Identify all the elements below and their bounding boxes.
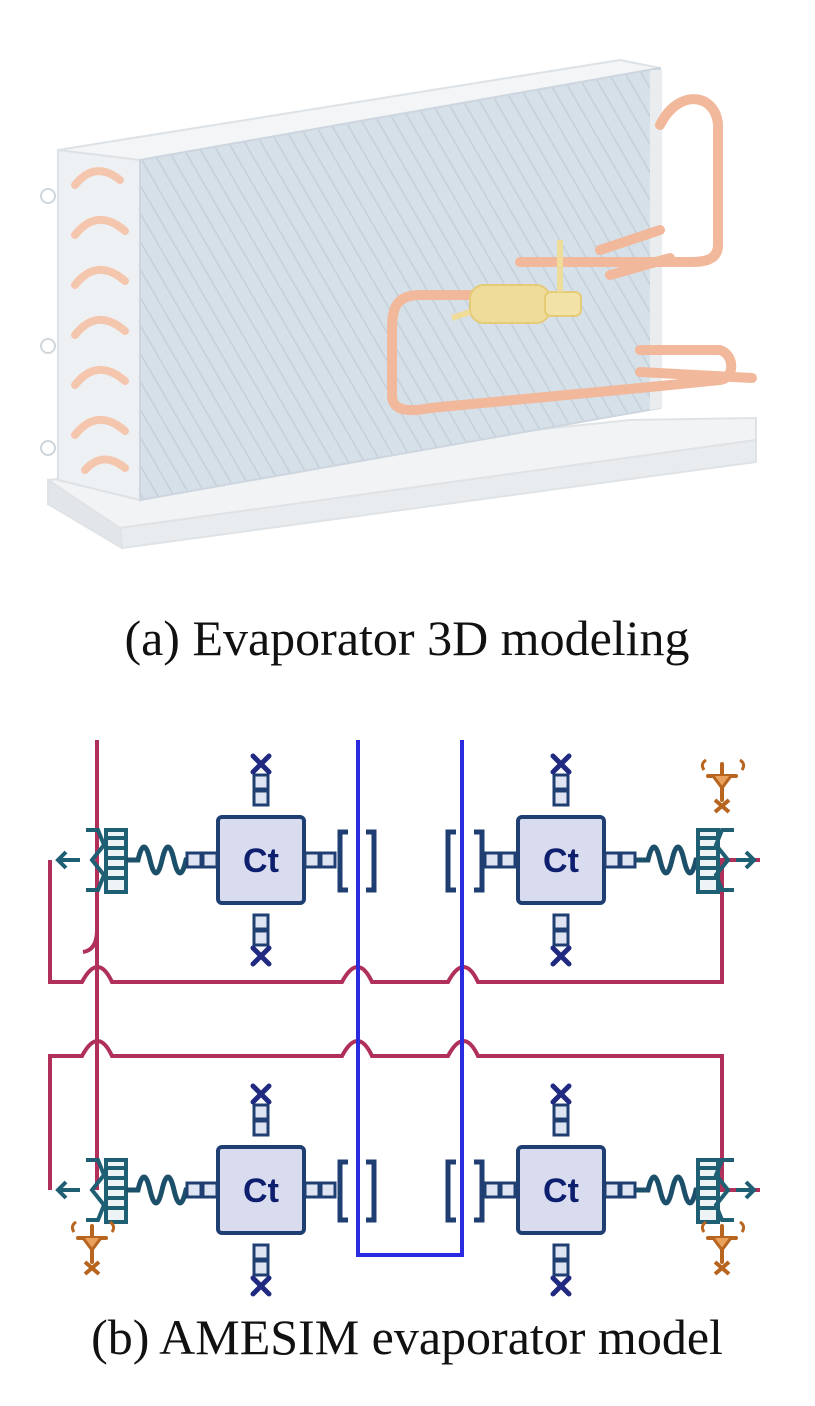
cell-top-left: Ct — [55, 756, 377, 964]
ct-label: Ct — [243, 842, 279, 880]
port-icon — [619, 1181, 637, 1199]
expansion-valve — [451, 240, 582, 324]
copper-piping — [387, 94, 757, 416]
flow-junction-icon — [696, 1158, 757, 1224]
flow-junction-icon — [55, 1158, 128, 1224]
port-icon — [552, 929, 570, 947]
bracket-icon — [445, 829, 485, 893]
cross-icon — [253, 948, 269, 964]
base-tray — [47, 416, 757, 550]
right-end-plate — [650, 70, 662, 410]
port-icon — [619, 851, 637, 869]
cross-icon — [253, 756, 269, 772]
bracket-icon — [337, 1159, 377, 1223]
port-icon — [303, 851, 321, 869]
port-icon — [252, 1103, 270, 1121]
spring-icon — [126, 844, 189, 876]
port-icon — [552, 789, 570, 807]
cell-bottom-left: Ct — [55, 1086, 377, 1294]
spring-icon — [636, 844, 700, 876]
amesim-schematic: Ct Ct — [48, 740, 760, 1365]
evaporator-3d-illustration: (a) Evaporator 3D modeling — [40, 58, 757, 666]
caption-b: (b) AMESIM evaporator model — [91, 1309, 723, 1365]
cell-top-right: Ct — [445, 756, 757, 964]
port-icon — [552, 773, 570, 791]
port-icon — [303, 1181, 321, 1199]
port-icon — [603, 1181, 621, 1199]
cross-icon — [253, 1278, 269, 1294]
port-icon — [319, 1181, 337, 1199]
bracket-icon — [337, 829, 377, 893]
port-icon — [252, 789, 270, 807]
port-icon — [552, 1243, 570, 1261]
port-icon — [252, 773, 270, 791]
source-icon — [70, 1220, 116, 1276]
port-icon — [252, 1259, 270, 1277]
port-icon — [201, 851, 219, 869]
port-icon — [552, 913, 570, 931]
port-icon — [185, 851, 203, 869]
ct-label: Ct — [543, 1172, 579, 1210]
port-icon — [483, 1181, 501, 1199]
port-icon — [319, 851, 337, 869]
port-icon — [499, 851, 517, 869]
air-lines — [356, 740, 464, 1257]
return-bends — [71, 167, 129, 474]
port-icon — [252, 1243, 270, 1261]
spring-icon — [126, 1174, 189, 1206]
port-icon — [552, 1103, 570, 1121]
port-icon — [252, 913, 270, 931]
cross-icon — [553, 1086, 569, 1102]
ct-label: Ct — [243, 1172, 279, 1210]
cross-icon — [253, 1086, 269, 1102]
panel-b: Ct Ct — [0, 720, 815, 1406]
port-icon — [252, 929, 270, 947]
caption-a: (a) Evaporator 3D modeling — [124, 610, 689, 666]
panel-a: (a) Evaporator 3D modeling — [0, 0, 815, 680]
cross-icon — [553, 756, 569, 772]
ct-label: Ct — [543, 842, 579, 880]
flow-junction-icon — [696, 828, 757, 894]
port-icon — [185, 1181, 203, 1199]
cross-icon — [553, 1278, 569, 1294]
flow-junction-icon — [55, 828, 128, 894]
cross-icon — [553, 948, 569, 964]
port-icon — [483, 851, 501, 869]
port-icon — [552, 1259, 570, 1277]
cell-bottom-right: Ct — [445, 1086, 757, 1294]
refrigerant-lines — [48, 740, 760, 1192]
source-icon — [700, 1220, 746, 1276]
bracket-icon — [445, 1159, 485, 1223]
port-icon — [552, 1119, 570, 1137]
spring-icon — [636, 1174, 700, 1206]
port-icon — [499, 1181, 517, 1199]
port-icon — [603, 851, 621, 869]
port-icon — [252, 1119, 270, 1137]
source-icon — [700, 758, 746, 814]
port-icon — [201, 1181, 219, 1199]
